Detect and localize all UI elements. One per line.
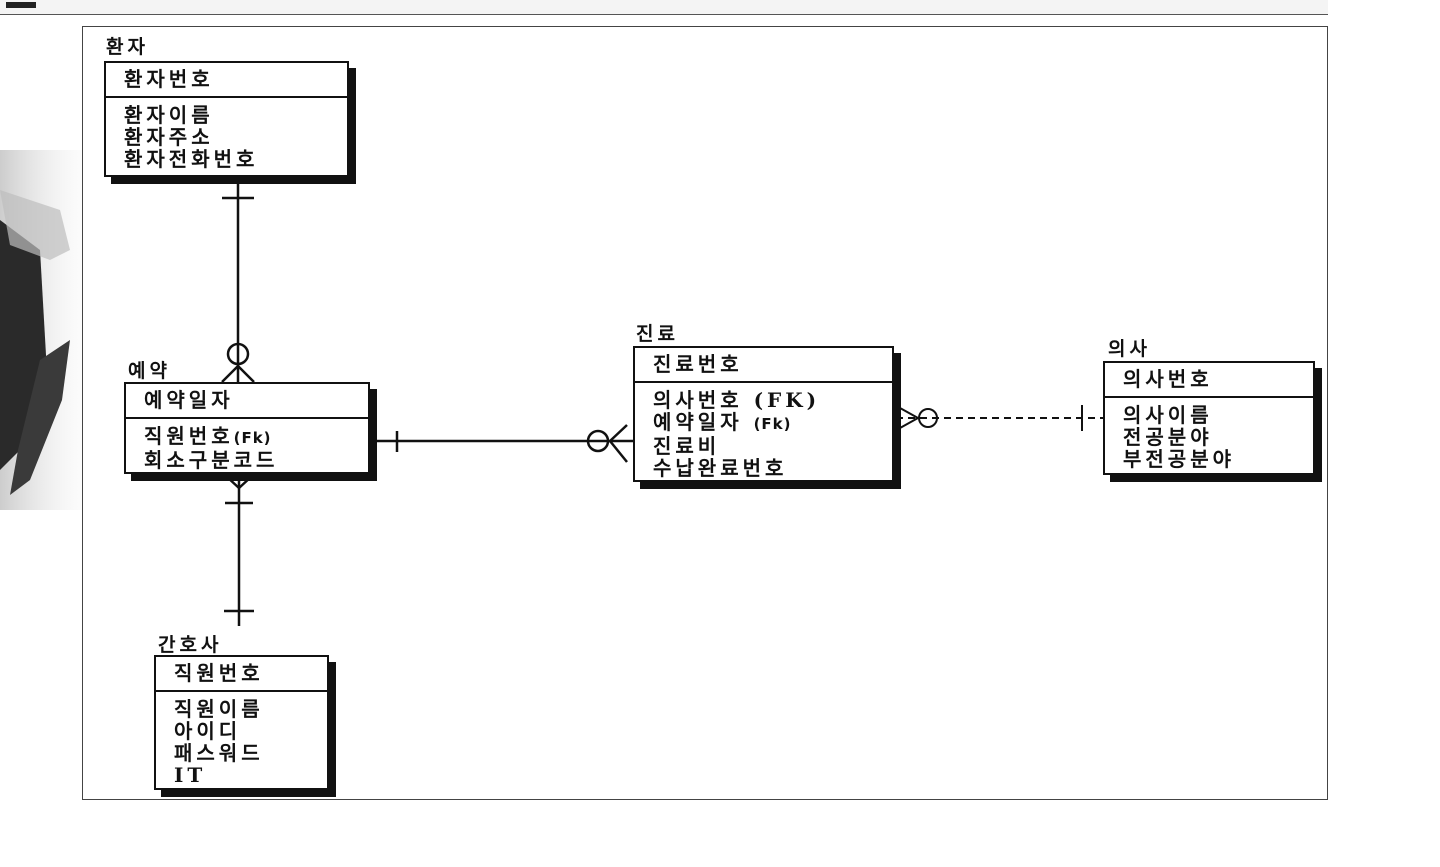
reservation-attr-staff-no: 직원번호(Fk) [144,425,356,449]
doctor-primary-key: 의사번호 [1105,363,1313,398]
reservation-crowfoot-right [237,365,255,383]
nurse-attr-id: 아이디 [174,719,242,743]
treatment-crowfoot-top [609,424,628,442]
reservation-many-right [238,475,253,489]
treatment-attr-payment-no: 수납완료번호 [653,456,788,480]
doctor-attr-major: 전공분야 [1123,425,1213,449]
fk-annotation: (Fk) [753,415,792,433]
patient-attributes: 환자이름 환자주소 환자전화번호 [106,98,347,174]
doctor-attributes: 의사이름 전공분야 부전공분야 [1105,398,1313,474]
treatment-attr-fee: 진료비 [653,434,721,458]
entity-name-treatment: 진료 [636,323,679,345]
entity-reservation[interactable]: 예약일자 직원번호(Fk) 회소구분코드 [124,382,370,474]
nurse-attr-it: IT [174,763,207,787]
reservation-attributes: 직원번호(Fk) 회소구분코드 [126,419,368,475]
treatment-crowfoot-down [899,417,919,429]
treatment-primary-key: 진료번호 [635,348,892,383]
treatment-reservation-date-text: 예약일자 [653,410,743,434]
doctor-attr-minor: 부전공분야 [1123,447,1235,471]
patient-attr-address: 환자주소 [124,125,214,149]
nurse-primary-key: 직원번호 [156,657,327,692]
entity-name-doctor: 의사 [1108,338,1151,360]
nurse-attr-password: 패스워드 [174,741,264,765]
reservation-crowfoot-left [221,365,239,383]
reservation-attr-type-code: 회소구분코드 [144,448,279,472]
entity-name-nurse: 간호사 [158,634,223,656]
treatment-attr-doctor-no: 의사번호 (FK) [653,388,821,412]
entity-patient[interactable]: 환자번호 환자이름 환자주소 환자전화번호 [104,61,349,177]
entity-name-patient: 환자 [106,36,149,58]
patient-attr-phone: 환자전화번호 [124,147,259,171]
nurse-attr-name: 직원이름 [174,697,264,721]
reservation-staff-no-text: 직원번호 [144,424,234,448]
entity-treatment[interactable]: 진료번호 의사번호 (FK) 예약일자 (Fk) 진료비 수납완료번호 [633,346,894,482]
fk-annotation: (Fk) [233,429,272,447]
entity-name-reservation: 예약 [128,360,171,382]
reservation-many-left [225,475,240,489]
nurse-attributes: 직원이름 아이디 패스워드 IT [156,692,327,790]
reservation-zero-circle [226,342,250,366]
entity-doctor[interactable]: 의사번호 의사이름 전공분야 부전공분야 [1103,361,1315,475]
patient-attr-name: 환자이름 [124,103,214,127]
top-toolbar-strip [0,0,1328,15]
treatment-crowfoot-up [899,407,919,419]
patient-primary-key: 환자번호 [106,63,347,98]
treatment-crowfoot-bottom [609,440,628,463]
entity-nurse[interactable]: 직원번호 직원이름 아이디 패스워드 IT [154,655,329,790]
toolbar-mark [6,2,36,8]
treatment-zero-circle [586,429,610,453]
treatment-zero-circle-right [918,408,938,428]
treatment-attr-reservation-date: 예약일자 (Fk) [653,411,880,435]
treatment-attributes: 의사번호 (FK) 예약일자 (Fk) 진료비 수납완료번호 [635,383,892,483]
reservation-primary-key: 예약일자 [126,384,368,419]
doctor-attr-name: 의사이름 [1123,403,1213,427]
